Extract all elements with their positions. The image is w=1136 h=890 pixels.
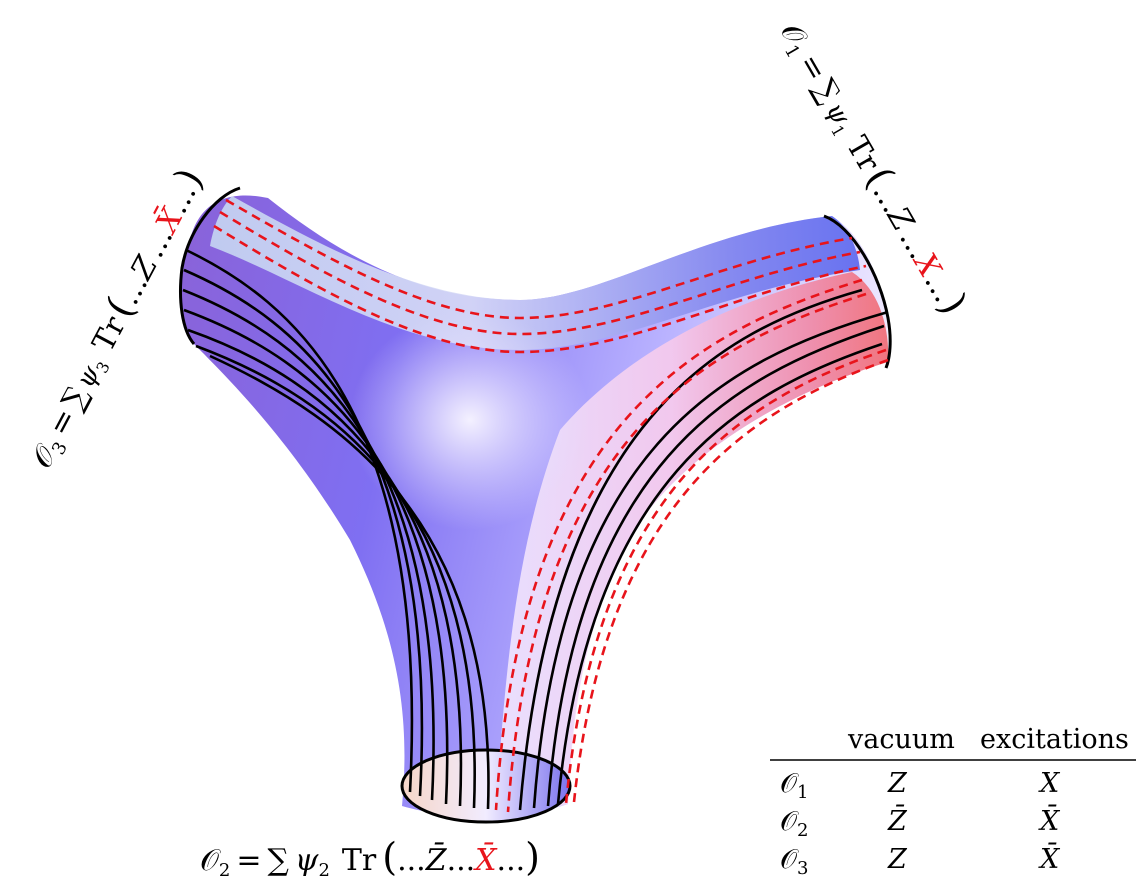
surface-top-band — [210, 196, 860, 350]
o2-sub: 2 — [219, 860, 230, 881]
right-cap-rim — [823, 214, 892, 369]
vacuum-line — [209, 354, 490, 810]
surface-right-arm — [495, 272, 889, 814]
svg-text:𝒪1: 𝒪1 — [780, 768, 808, 803]
vacuum-line — [183, 308, 449, 805]
vacuum-line — [185, 248, 414, 793]
excitation-lines — [213, 198, 889, 813]
table-cell-vacuum: Z̄ — [887, 803, 908, 837]
excitation-line — [564, 348, 887, 805]
excitation-line — [506, 292, 867, 813]
vacuum-line — [556, 342, 883, 805]
excitation-line — [225, 198, 853, 320]
bottom-cap-rim — [400, 748, 572, 824]
excitation-line — [213, 224, 867, 354]
table-cell-vacuum: Z — [887, 844, 908, 875]
table-cell-excitation: X̄ — [1038, 803, 1061, 837]
pants-surface — [179, 186, 892, 824]
table-row: 𝒪2 Z̄ X̄ — [780, 803, 1061, 841]
excitation-line — [572, 358, 889, 803]
table-cell-vacuum: Z — [887, 768, 908, 799]
vacuum-line — [532, 310, 889, 809]
vacuum-line — [187, 328, 463, 807]
table-header-excitations: excitations — [980, 724, 1129, 755]
table-cell-excitation: X̄ — [1038, 841, 1061, 875]
vacuum-line — [182, 288, 435, 801]
excitation-line — [219, 210, 861, 336]
vacuum-line — [183, 268, 424, 797]
table-cell-excitation: X — [1038, 768, 1061, 799]
o2-op: 𝒪 — [200, 843, 221, 878]
svg-text:𝒪3: 𝒪3 — [780, 844, 808, 879]
left-cap-rim — [179, 186, 241, 345]
bottom-cap — [402, 750, 570, 822]
vacuum-line — [546, 324, 885, 807]
table-row: 𝒪3 Z X̄ — [780, 841, 1061, 879]
table-header-vacuum: vacuum — [847, 724, 955, 755]
surface-center-highlight — [350, 310, 590, 530]
o2-excitation: X̄ — [473, 842, 498, 878]
table-row: 𝒪1 Z X — [780, 768, 1061, 803]
svg-text:𝒪2: 𝒪2 — [780, 806, 808, 841]
excitation-line — [494, 278, 863, 811]
vacuum-line — [518, 288, 863, 811]
legend-table: vacuum excitations 𝒪1 Z X 𝒪2 Z̄ X̄ 𝒪3 Z … — [770, 724, 1136, 879]
vacuum-lines — [182, 248, 889, 811]
